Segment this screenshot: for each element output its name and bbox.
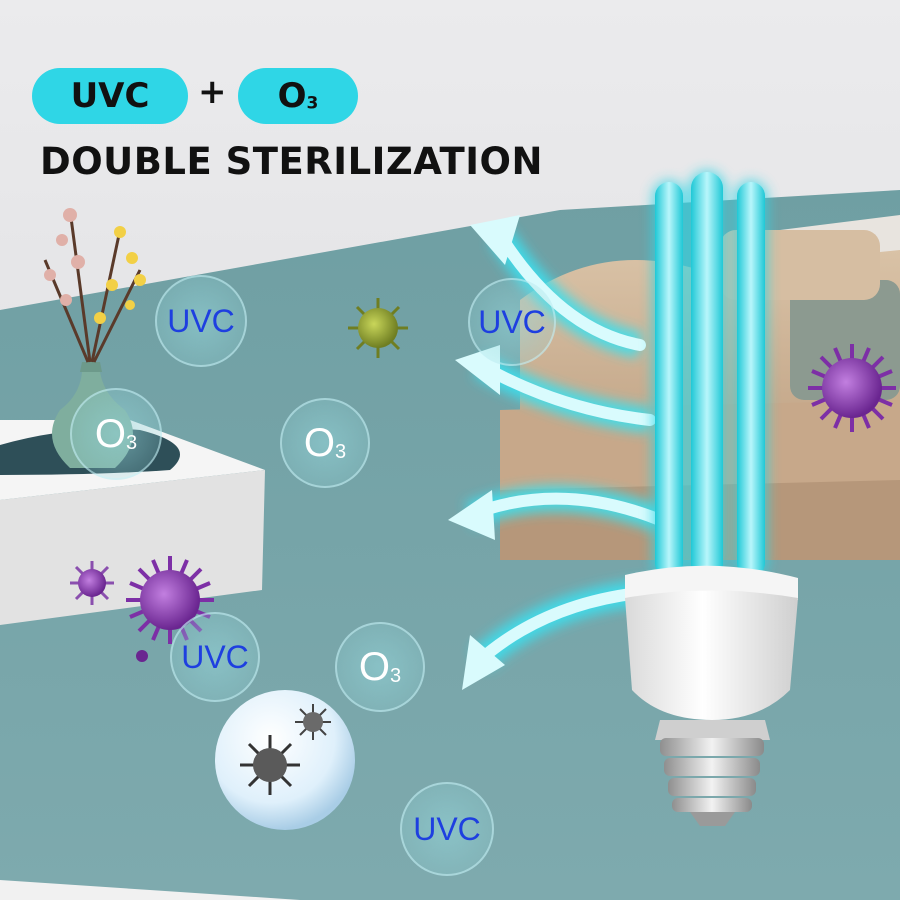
plus-sign: + (198, 72, 227, 112)
floor-edge (0, 880, 300, 900)
o3-bubble: O3 (280, 398, 370, 488)
o3-pill-label: O3 (277, 76, 319, 116)
bacteria-icon (240, 735, 300, 795)
o3-bubble: O3 (335, 622, 425, 712)
uvc-pill-label: UVC (70, 76, 150, 116)
arrow-icon (462, 635, 505, 690)
bacteria-sphere (215, 690, 355, 830)
arrow-icon (448, 490, 495, 540)
virus-icon (126, 556, 214, 644)
particle (136, 650, 148, 662)
uv-lamp-icon (625, 170, 798, 826)
uvc-bubble: UVC (170, 612, 260, 702)
bacteria-icon (348, 298, 408, 358)
virus-icon (70, 561, 114, 605)
uvc-bubble: UVC (468, 278, 556, 366)
uvc-pill: UVC (32, 68, 188, 124)
arrow-icon (470, 215, 520, 265)
uvc-bubble: UVC (400, 782, 494, 876)
o3-bubble: O3 (70, 388, 162, 480)
o3-pill: O3 (238, 68, 358, 124)
bacteria-icon (295, 704, 331, 740)
headline: DOUBLE STERILIZATION (40, 140, 543, 183)
uvc-bubble: UVC (155, 275, 247, 367)
virus-icon (808, 344, 896, 432)
